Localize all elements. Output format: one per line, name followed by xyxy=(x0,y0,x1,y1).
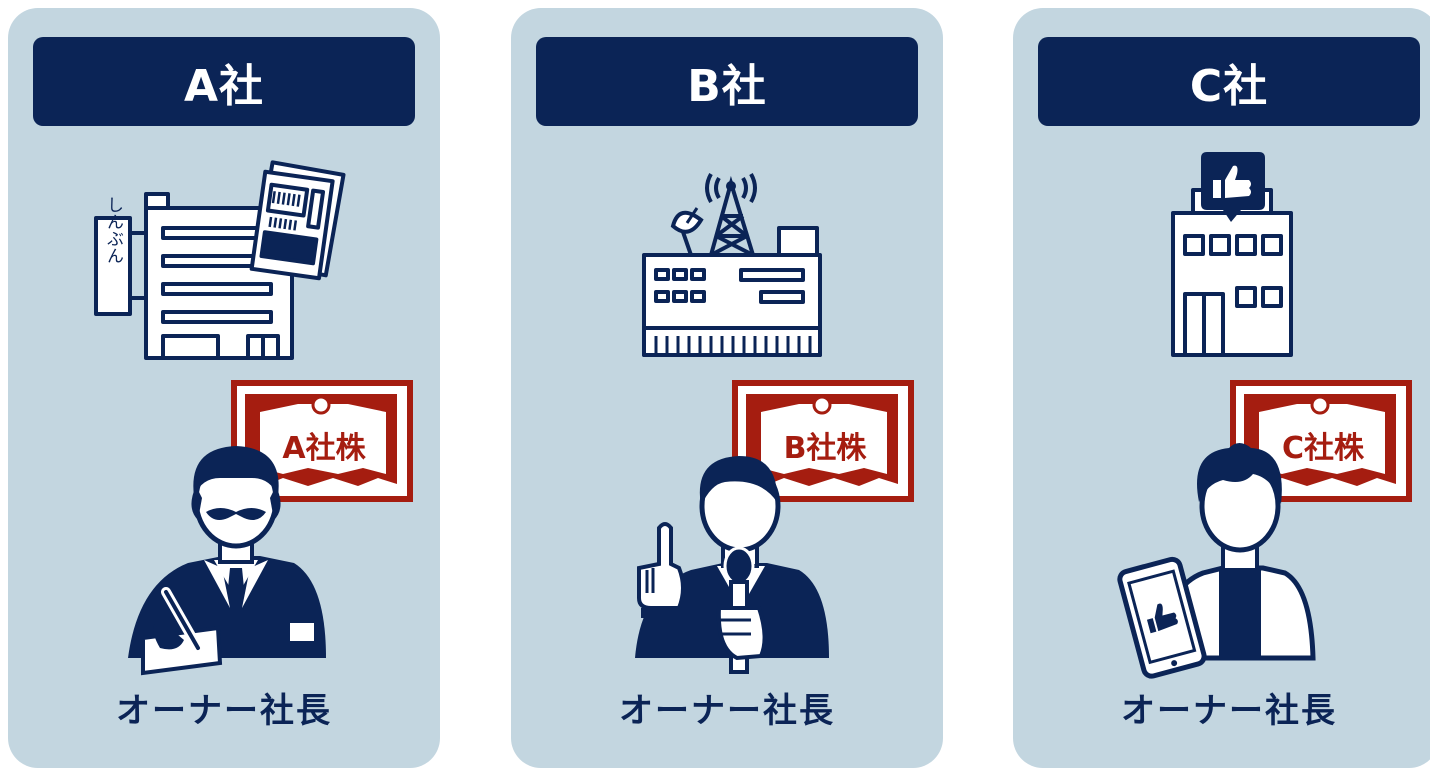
company-card-c: C社 C社株 xyxy=(1013,8,1430,768)
share-certificate-icon: C社株 xyxy=(1230,380,1412,502)
young-man-with-smartphone-icon xyxy=(1117,443,1316,679)
share-certificate-label: B社株 xyxy=(784,431,868,466)
company-card-a: A社 xyxy=(8,8,440,768)
share-certificate-icon: B社株 xyxy=(732,380,914,502)
share-certificate-icon: A社株 xyxy=(231,380,413,502)
company-header: B社 xyxy=(536,37,918,126)
owner-label: オーナー社長 xyxy=(619,691,835,731)
company-header: C社 xyxy=(1038,37,1420,126)
reporter-with-microphone-icon xyxy=(635,456,829,674)
mustached-businessman-icon xyxy=(128,446,326,676)
company-card-b: B社 xyxy=(511,8,943,768)
tv-station-icon xyxy=(642,173,822,357)
share-certificate-label: C社株 xyxy=(1282,431,1365,466)
share-certificate-label: A社株 xyxy=(282,431,366,466)
owner-label: オーナー社長 xyxy=(1121,691,1337,731)
newspaper-building-icon: しんぶん xyxy=(94,160,346,360)
social-media-building-icon xyxy=(1171,152,1293,357)
owner-label: オーナー社長 xyxy=(116,691,332,731)
newspaper-sign-text: しんぶん xyxy=(103,196,124,264)
company-header: A社 xyxy=(33,37,415,126)
